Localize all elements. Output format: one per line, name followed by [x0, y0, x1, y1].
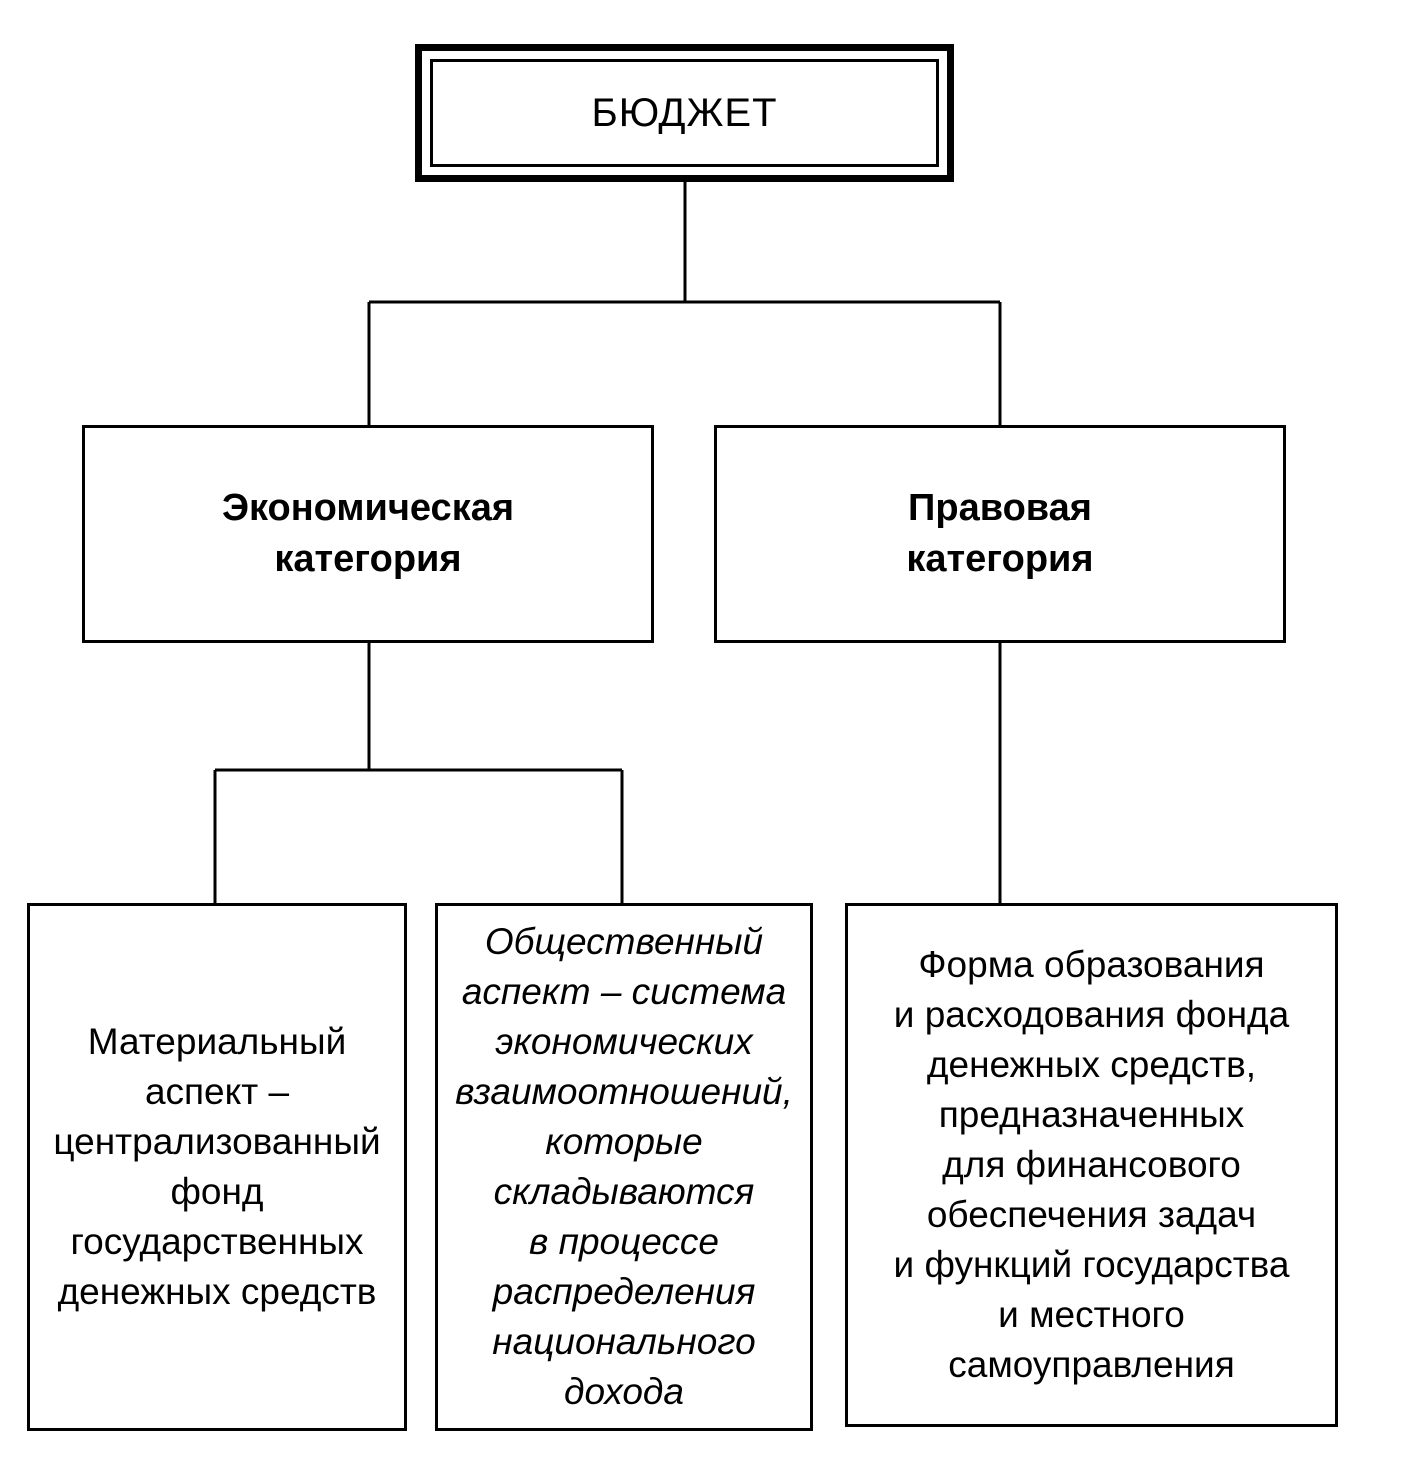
- economic-category-node: Экономическая категория: [82, 425, 654, 643]
- legal-form-label: Форма образования и расходования фонда д…: [893, 944, 1290, 1385]
- legal-form-node: Форма образования и расходования фонда д…: [845, 903, 1338, 1427]
- material-aspect-label: Материальный аспект – централизованный ф…: [53, 1021, 381, 1312]
- budget-root-label: БЮДЖЕТ: [591, 90, 778, 135]
- budget-root-node: БЮДЖЕТ: [415, 44, 954, 182]
- legal-category-node: Правовая категория: [714, 425, 1286, 643]
- material-aspect-node: Материальный аспект – централизованный ф…: [27, 903, 407, 1431]
- economic-category-label: Экономическая категория: [221, 487, 515, 580]
- budget-root-inner-frame: БЮДЖЕТ: [430, 59, 939, 167]
- social-aspect-label: Общественный аспект – система экономичес…: [455, 921, 793, 1412]
- legal-category-label: Правовая категория: [906, 487, 1094, 580]
- social-aspect-node: Общественный аспект – система экономичес…: [435, 903, 813, 1431]
